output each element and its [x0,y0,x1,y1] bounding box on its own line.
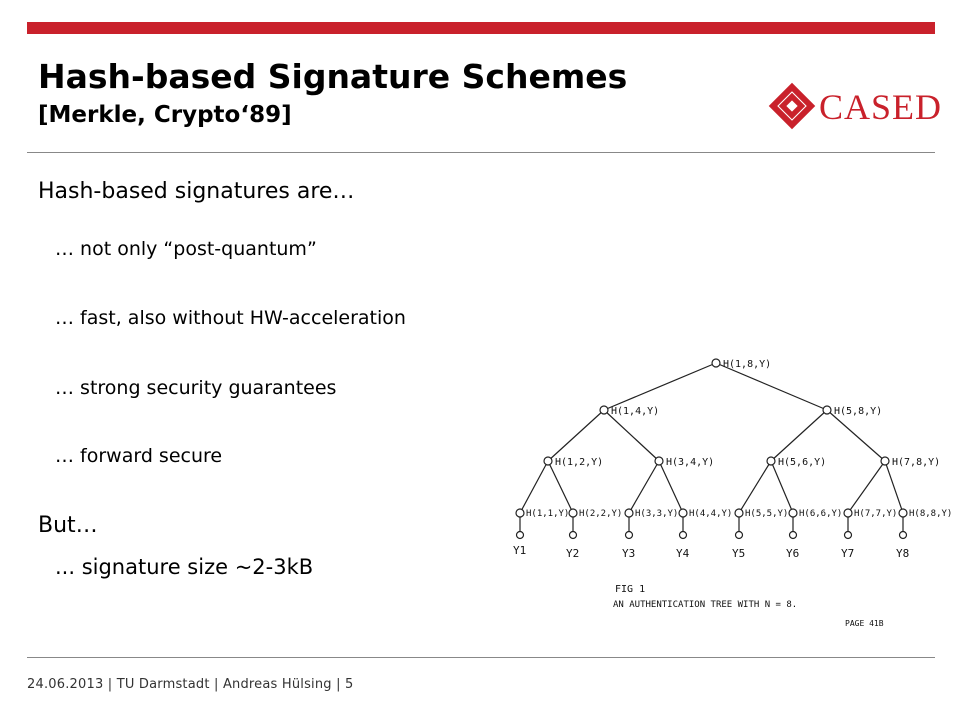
node-label: H(1,1,Y) [526,509,569,519]
node-label: H(5,8,Y) [834,406,882,417]
tree-nodes [515,358,908,540]
leaf-label: Y6 [786,547,799,560]
node-label: H(2,2,Y) [579,509,622,519]
node-label: H(1,4,Y) [611,406,659,417]
but-text: But… [38,513,98,538]
footer-divider [27,657,935,658]
node-label: H(3,4,Y) [666,457,714,468]
merkle-tree-diagram: H(1,8,Y) H(1,4,Y) H(5,8,Y) H(1,2,Y) H(3,… [513,358,952,628]
footer-separator: | [214,677,219,692]
footer-page-number: 5 [345,677,354,692]
leaf-label: Y8 [896,547,909,560]
slide-subtitle: [Merkle, Crypto‘89] [38,102,292,128]
tree-edges [519,362,904,532]
intro-text: Hash-based signatures are… [38,179,355,204]
header-divider [27,152,935,153]
leaf-label: Y5 [732,547,745,560]
footer-separator: | [336,677,341,692]
bullet-post-quantum: … not only “post-quantum” [55,238,317,260]
figure-page-ref: PAGE 41B [845,619,884,628]
leaf-label: Y4 [676,547,690,560]
node-label: H(8,8,Y) [909,509,952,519]
footer-author: Andreas Hülsing [222,677,332,692]
node-label: H(5,6,Y) [778,457,826,468]
leaf-label: Y1 [513,544,526,557]
node-label: H(7,8,Y) [892,457,940,468]
node-label: H(6,6,Y) [799,509,842,519]
cased-diamond-icon [768,82,816,130]
figure-caption: AN AUTHENTICATION TREE WITH N = 8. [613,600,797,610]
leaf-label: Y7 [841,547,854,560]
slide-title: Hash-based Signature Schemes [38,57,628,96]
cased-logo-text: CASED [819,87,943,127]
leaf-label: Y3 [622,547,635,560]
bullet-security: … strong security guarantees [55,377,337,399]
footer-separator: | [107,677,113,692]
node-label: H(1,2,Y) [555,457,603,468]
node-label: H(7,7,Y) [854,509,897,519]
footer-date: 24.06.2013 [27,677,104,692]
node-label: H(3,3,Y) [635,509,678,519]
tree-labels: H(1,8,Y) H(1,4,Y) H(5,8,Y) H(1,2,Y) H(3,… [513,359,952,628]
figure-number: FIG 1 [615,584,645,595]
cased-logo: CASED [768,82,943,136]
root-label: H(1,8,Y) [723,359,771,370]
bullet-signature-size: ... signature size ~2-3kB [55,555,314,579]
footer-org: TU Darmstadt [116,677,210,692]
top-accent-bar [27,22,935,34]
merkle-tree-figure: H(1,8,Y) H(1,4,Y) H(5,8,Y) H(1,2,Y) H(3,… [505,330,955,645]
node-label: H(4,4,Y) [689,509,732,519]
leaf-label: Y2 [566,547,579,560]
bullet-forward-secure: … forward secure [55,445,223,467]
node-label: H(5,5,Y) [745,509,788,519]
footer: 24.06.2013 | TU Darmstadt | Andreas Hüls… [27,677,354,692]
bullet-fast: … fast, also without HW-acceleration [55,307,406,329]
